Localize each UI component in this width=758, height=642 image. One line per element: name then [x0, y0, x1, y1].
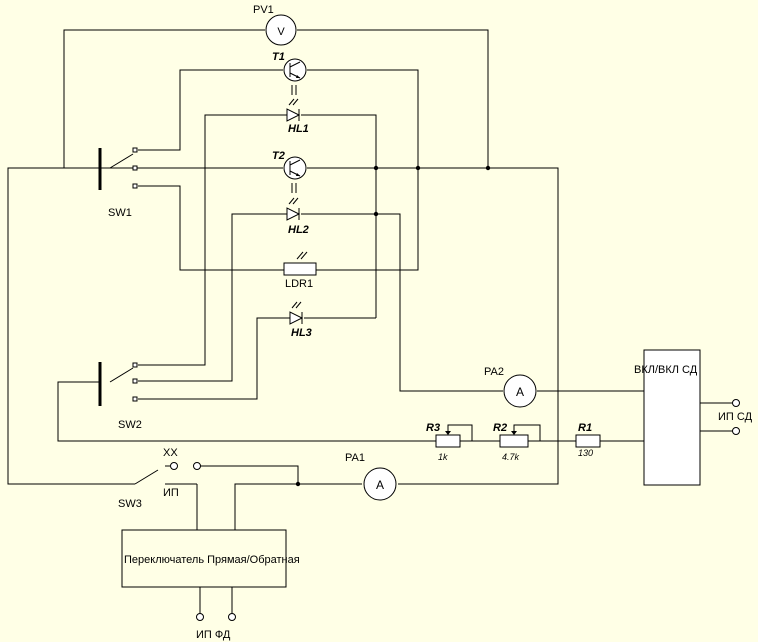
pa2-ammeter: A PA2 — [484, 366, 537, 408]
hl3-led: HL3 — [289, 301, 312, 339]
pv1-voltmeter: V PV1 — [253, 4, 297, 46]
hl2-label: HL2 — [288, 224, 309, 236]
pa1-ammeter: A PA1 — [345, 452, 397, 501]
wires — [7, 29, 733, 614]
pa2-label: PA2 — [484, 366, 504, 378]
switcher-label: Переключатель Прямая/Обратная — [124, 554, 300, 566]
led-onoff-label: ВКЛ/ВКЛ СД — [634, 364, 698, 376]
pv1-symbol: V — [277, 26, 285, 38]
hl3-label: HL3 — [291, 327, 312, 339]
r3-label: R3 — [426, 422, 440, 434]
pv1-label: PV1 — [253, 4, 274, 16]
r2-potentiometer: R2 4.7k — [493, 422, 529, 462]
hl1-led: HL1 — [286, 98, 309, 135]
sw3-label: SW3 — [118, 498, 142, 510]
r2-value: 4.7k — [502, 452, 520, 462]
t1-transistor: T1 — [272, 51, 307, 82]
sw1-switch: SW1 — [98, 147, 138, 219]
r1-resistor: R1 130 — [575, 422, 601, 458]
direction-switcher-block: Переключатель Прямая/Обратная ИП ФД — [121, 529, 300, 641]
pa2-symbol: A — [516, 385, 524, 399]
r3-value: 1k — [438, 452, 448, 462]
sw3-pos-xx: XX — [163, 447, 178, 459]
sw3-switch: XX ИП SW3 — [118, 447, 201, 510]
r2-label: R2 — [493, 422, 507, 434]
led-onoff-block: ВКЛ/ВКЛ СД ИП СД — [634, 349, 753, 486]
t2-label: T2 — [272, 150, 285, 162]
pa1-symbol: A — [376, 478, 384, 492]
junctions — [295, 165, 491, 487]
ldr1-photoresistor: LDR1 — [283, 251, 317, 290]
sw2-switch: SW2 — [98, 362, 142, 431]
hl1-label: HL1 — [288, 123, 309, 135]
led-power-label: ИП СД — [718, 411, 753, 423]
t1-label: T1 — [272, 51, 285, 63]
t2-transistor: T2 — [272, 150, 307, 180]
r1-label: R1 — [578, 422, 592, 434]
pa1-label: PA1 — [345, 452, 365, 464]
hl2-led: HL2 — [286, 197, 309, 236]
r3-potentiometer: R3 1k — [426, 422, 461, 462]
r1-value: 130 — [578, 448, 593, 458]
sw1-label: SW1 — [108, 207, 132, 219]
sw2-label: SW2 — [118, 419, 142, 431]
light-arrows — [291, 85, 297, 193]
ldr1-label: LDR1 — [285, 278, 313, 290]
sw3-pos-ip: ИП — [163, 487, 179, 499]
photodiode-power-label: ИП ФД — [196, 629, 231, 641]
